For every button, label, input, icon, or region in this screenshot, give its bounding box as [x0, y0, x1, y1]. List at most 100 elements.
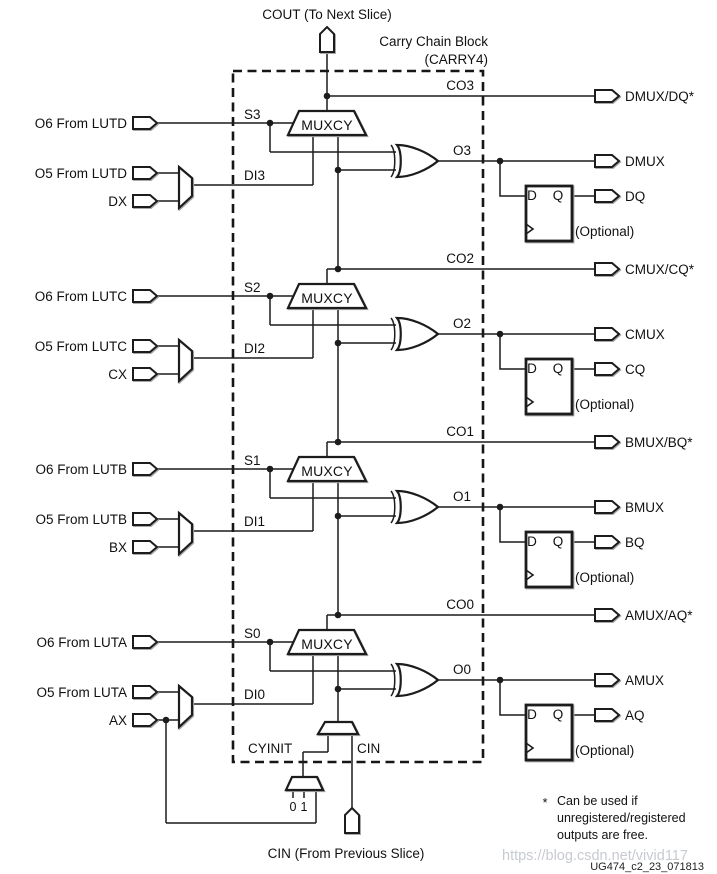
ff-q-label: Q — [553, 188, 564, 203]
combined-output-label: DMUX/DQ* — [625, 89, 695, 104]
stage-c: O6 From LUTC O5 From LUTC CX S2 DI2 CO2 … — [35, 251, 695, 442]
footnote-line2: unregistered/registered — [557, 811, 686, 825]
cout-label: COUT (To Next Slice) — [262, 7, 392, 22]
optional-label: (Optional) — [575, 743, 634, 758]
o5-input-label: O5 From LUTA — [36, 685, 127, 700]
xor-rear-arc — [390, 317, 396, 351]
cin-port-label: CIN (From Previous Slice) — [268, 846, 425, 861]
junction-dot — [496, 676, 504, 684]
muxcy-trapezoid — [286, 109, 368, 137]
muxcy-label: MUXCY — [301, 463, 353, 479]
output-port-q — [594, 535, 621, 549]
junction-dot — [266, 638, 274, 646]
flip-flop — [524, 357, 574, 416]
junction-dot — [334, 512, 342, 520]
junction-dot — [266, 119, 274, 127]
input-port-o6 — [132, 289, 159, 303]
junction-dot — [334, 611, 342, 619]
junction-dot — [334, 339, 342, 347]
clock-triangle-icon — [525, 396, 535, 408]
cout-port — [319, 25, 335, 53]
ff-d-label: D — [527, 707, 537, 722]
watermark-text: https://blog.csdn.net/vivid117 — [502, 848, 688, 864]
row-wires — [157, 441, 595, 615]
output-port-combined — [594, 435, 621, 449]
o5-bypass-mux — [177, 337, 194, 384]
ff-q-label: Q — [553, 361, 564, 376]
x-input-label: CX — [108, 367, 127, 382]
junction-dot — [162, 716, 170, 724]
output-port-combined — [594, 262, 621, 276]
output-port-combined — [594, 608, 621, 622]
optional-label: (Optional) — [575, 224, 634, 239]
mux-output-label: DMUX — [625, 154, 665, 169]
input-port-o5 — [132, 339, 159, 353]
s-pin-label: S1 — [244, 453, 261, 468]
o6-input-label: O6 From LUTB — [35, 462, 127, 477]
x-input-label: BX — [109, 540, 127, 555]
muxcy-trapezoid — [286, 282, 368, 310]
ff-q-label: Q — [553, 534, 564, 549]
cyinit-cin-mux — [316, 720, 360, 736]
di-pin-label: DI2 — [244, 341, 265, 356]
o5-bypass-mux — [177, 510, 194, 557]
o-net-label: O2 — [453, 316, 471, 331]
ff-d-label: D — [527, 361, 537, 376]
input-port-o6 — [132, 116, 159, 130]
cin-port — [344, 806, 360, 834]
flip-flop — [524, 530, 574, 589]
combined-output-label: AMUX/AQ* — [625, 608, 693, 623]
input-port-o6 — [132, 635, 159, 649]
input-port-dx — [132, 194, 159, 208]
xor-gate — [394, 489, 440, 525]
junction-dot — [334, 438, 342, 446]
stage-d: O6 From LUTD O5 From LUTD DX S3 DI3 CO3 … — [35, 52, 695, 269]
optional-label: (Optional) — [575, 397, 634, 412]
mux-output-label: CMUX — [625, 327, 665, 342]
input-port-o5 — [132, 512, 159, 526]
q-output-label: CQ — [625, 362, 645, 377]
s-pin-label: S3 — [244, 107, 261, 122]
junction-dot — [323, 92, 331, 100]
output-port-combined — [594, 89, 621, 103]
di-pin-label: DI3 — [244, 168, 265, 183]
junction-dot — [496, 330, 504, 338]
zero-one-mux — [284, 775, 325, 792]
input-port-o5 — [132, 166, 159, 180]
junction-dot — [266, 292, 274, 300]
output-port-mux — [594, 673, 621, 687]
junction-dot — [334, 265, 342, 273]
output-port-q — [594, 362, 621, 376]
co-net-label: CO3 — [446, 78, 474, 93]
di-pin-label: DI1 — [244, 514, 265, 529]
co-net-label: CO0 — [446, 597, 474, 612]
xor-gate — [394, 316, 440, 352]
s-pin-label: S0 — [244, 626, 261, 641]
ff-d-label: D — [527, 534, 537, 549]
q-output-label: BQ — [625, 535, 645, 550]
di-pin-label: DI0 — [244, 687, 265, 702]
cin-pin-label: CIN — [357, 741, 380, 756]
co-net-label: CO2 — [446, 251, 474, 266]
figure-id: UG474_c2_23_071813 — [590, 861, 704, 873]
footnote-line1: Can be used if — [557, 794, 638, 808]
combined-output-label: BMUX/BQ* — [625, 435, 693, 450]
muxcy-trapezoid — [286, 455, 368, 483]
input-port-cx — [132, 367, 159, 381]
flip-flop — [524, 184, 574, 243]
output-port-mux — [594, 500, 621, 514]
block-title-line2: (CARRY4) — [424, 52, 488, 67]
combined-output-label: CMUX/CQ* — [625, 262, 695, 277]
output-port-mux — [594, 154, 621, 168]
xor-rear-arc — [390, 144, 396, 178]
o-net-label: O3 — [453, 143, 471, 158]
cyinit-cin-wires — [292, 734, 353, 808]
x-input-label: AX — [109, 713, 127, 728]
cout-section: COUT (To Next Slice) Carry Chain Block (… — [262, 7, 488, 67]
footnote-line3: outputs are free. — [557, 828, 648, 842]
o5-input-label: O5 From LUTB — [35, 512, 127, 527]
footnote-marker: * — [543, 796, 548, 810]
o5-bypass-mux — [177, 164, 194, 211]
muxcy-trapezoid — [286, 628, 368, 656]
